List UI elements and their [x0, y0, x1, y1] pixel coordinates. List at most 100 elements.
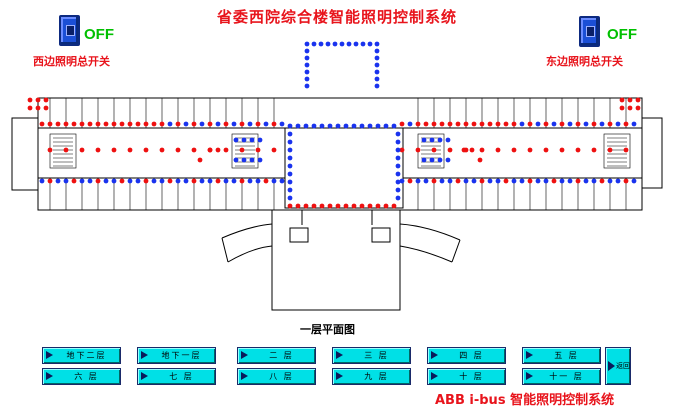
light-fixture[interactable] [407, 178, 413, 184]
light-fixture[interactable] [257, 157, 263, 163]
light-fixture[interactable] [43, 105, 49, 111]
west-master-switch[interactable] [59, 15, 80, 46]
light-fixture[interactable] [71, 178, 77, 184]
light-fixture[interactable] [471, 121, 477, 127]
light-fixture[interactable] [304, 62, 310, 68]
light-fixture[interactable] [627, 97, 633, 103]
light-fixture[interactable] [607, 147, 613, 153]
light-fixture[interactable] [87, 121, 93, 127]
light-fixture[interactable] [383, 203, 389, 209]
light-fixture[interactable] [191, 147, 197, 153]
light-fixture[interactable] [421, 137, 427, 143]
light-fixture[interactable] [635, 97, 641, 103]
light-fixture[interactable] [263, 121, 269, 127]
light-fixture[interactable] [395, 163, 401, 169]
light-fixture[interactable] [415, 178, 421, 184]
light-fixture[interactable] [415, 147, 421, 153]
light-fixture[interactable] [287, 123, 293, 129]
light-fixture[interactable] [175, 178, 181, 184]
light-fixture[interactable] [127, 121, 133, 127]
floor-button[interactable]: 三 层 [332, 347, 411, 364]
light-fixture[interactable] [239, 147, 245, 153]
light-fixture[interactable] [383, 123, 389, 129]
light-fixture[interactable] [455, 121, 461, 127]
light-fixture[interactable] [439, 178, 445, 184]
light-fixture[interactable] [311, 203, 317, 209]
light-fixture[interactable] [479, 121, 485, 127]
light-fixture[interactable] [463, 121, 469, 127]
light-fixture[interactable] [543, 178, 549, 184]
light-fixture[interactable] [583, 178, 589, 184]
light-fixture[interactable] [477, 157, 483, 163]
light-fixture[interactable] [319, 123, 325, 129]
light-fixture[interactable] [395, 179, 401, 185]
light-fixture[interactable] [423, 178, 429, 184]
light-fixture[interactable] [263, 178, 269, 184]
light-fixture[interactable] [303, 203, 309, 209]
light-fixture[interactable] [111, 147, 117, 153]
light-fixture[interactable] [319, 203, 325, 209]
light-fixture[interactable] [95, 178, 101, 184]
light-fixture[interactable] [374, 55, 380, 61]
light-fixture[interactable] [304, 69, 310, 75]
light-fixture[interactable] [429, 157, 435, 163]
light-fixture[interactable] [543, 147, 549, 153]
light-fixture[interactable] [395, 139, 401, 145]
light-fixture[interactable] [151, 178, 157, 184]
light-fixture[interactable] [143, 147, 149, 153]
light-fixture[interactable] [55, 178, 61, 184]
light-fixture[interactable] [279, 178, 285, 184]
light-fixture[interactable] [71, 121, 77, 127]
light-fixture[interactable] [487, 178, 493, 184]
light-fixture[interactable] [135, 178, 141, 184]
light-fixture[interactable] [583, 121, 589, 127]
light-fixture[interactable] [374, 62, 380, 68]
light-fixture[interactable] [360, 41, 366, 47]
light-fixture[interactable] [311, 41, 317, 47]
light-fixture[interactable] [79, 178, 85, 184]
light-fixture[interactable] [395, 147, 401, 153]
light-fixture[interactable] [255, 147, 261, 153]
light-fixture[interactable] [295, 123, 301, 129]
light-fixture[interactable] [327, 123, 333, 129]
light-fixture[interactable] [591, 121, 597, 127]
light-fixture[interactable] [615, 121, 621, 127]
light-fixture[interactable] [191, 178, 197, 184]
light-fixture[interactable] [461, 147, 467, 153]
light-fixture[interactable] [27, 97, 33, 103]
light-fixture[interactable] [47, 121, 53, 127]
floor-button[interactable]: 地下二层 [42, 347, 121, 364]
light-fixture[interactable] [421, 157, 427, 163]
light-fixture[interactable] [367, 41, 373, 47]
light-fixture[interactable] [304, 41, 310, 47]
light-fixture[interactable] [437, 157, 443, 163]
floor-button[interactable]: 地下一层 [137, 347, 216, 364]
light-fixture[interactable] [391, 203, 397, 209]
light-fixture[interactable] [567, 178, 573, 184]
light-fixture[interactable] [439, 121, 445, 127]
light-fixture[interactable] [631, 178, 637, 184]
light-fixture[interactable] [63, 121, 69, 127]
light-fixture[interactable] [287, 171, 293, 177]
light-fixture[interactable] [135, 121, 141, 127]
light-fixture[interactable] [399, 147, 405, 153]
light-fixture[interactable] [287, 139, 293, 145]
light-fixture[interactable] [575, 178, 581, 184]
light-fixture[interactable] [351, 123, 357, 129]
light-fixture[interactable] [375, 203, 381, 209]
light-fixture[interactable] [559, 121, 565, 127]
light-fixture[interactable] [567, 121, 573, 127]
light-fixture[interactable] [119, 178, 125, 184]
light-fixture[interactable] [287, 163, 293, 169]
light-fixture[interactable] [335, 203, 341, 209]
light-fixture[interactable] [535, 178, 541, 184]
light-fixture[interactable] [447, 178, 453, 184]
light-fixture[interactable] [447, 147, 453, 153]
light-fixture[interactable] [233, 157, 239, 163]
light-fixture[interactable] [271, 147, 277, 153]
light-fixture[interactable] [353, 41, 359, 47]
light-fixture[interactable] [127, 147, 133, 153]
light-fixture[interactable] [575, 147, 581, 153]
light-fixture[interactable] [223, 121, 229, 127]
light-fixture[interactable] [311, 123, 317, 129]
